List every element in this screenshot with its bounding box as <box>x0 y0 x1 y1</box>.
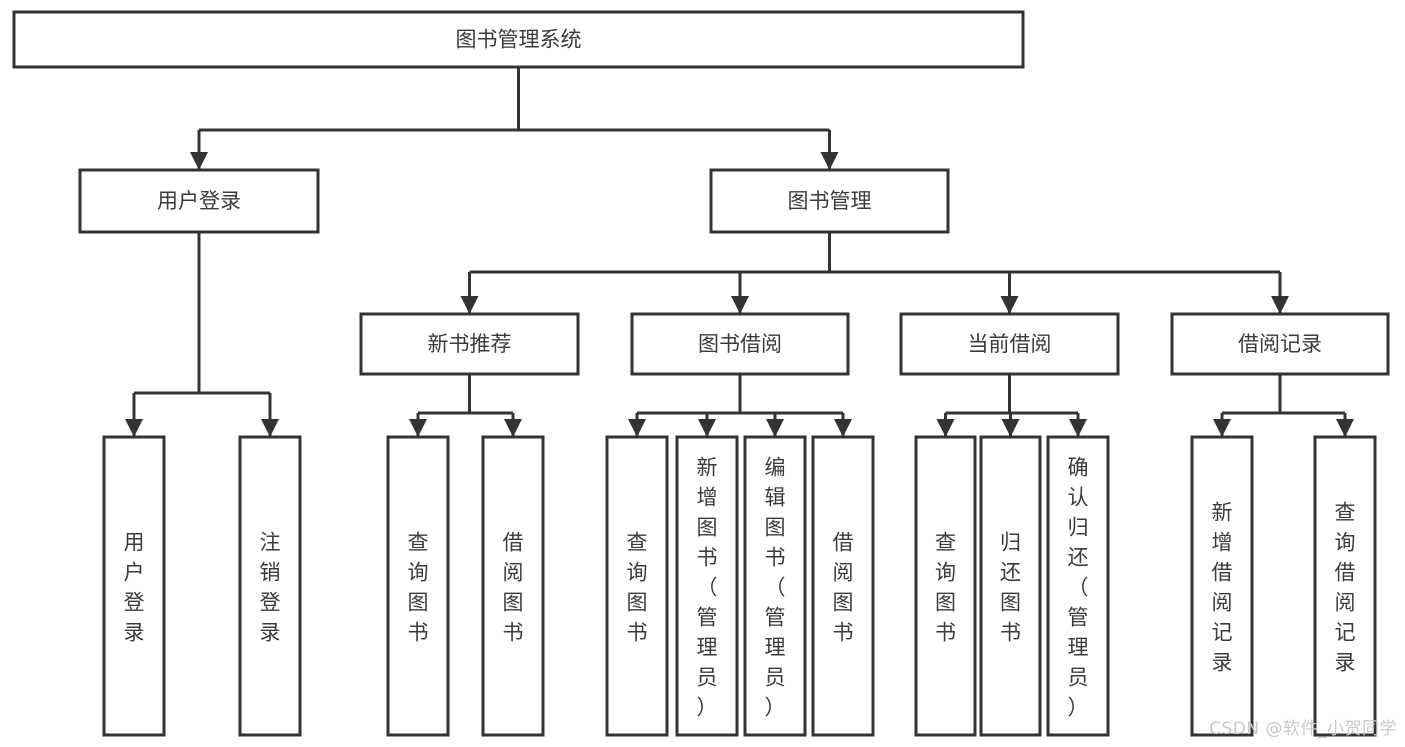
node-root-label: 图书管理系统 <box>456 28 582 52</box>
node-leaf-borrow-book-2-label: 借阅图书 <box>833 530 854 644</box>
node-leaf-query-record[interactable]: 查询借阅记录 <box>1313 435 1377 737</box>
arrow-head <box>409 419 427 437</box>
node-leaf-query-record-rect[interactable] <box>1313 435 1377 737</box>
node-leaf-user-login[interactable]: 用户登录 <box>102 435 166 737</box>
node-root[interactable]: 图书管理系统 <box>12 10 1025 69</box>
node-leaf-return-book-rect[interactable] <box>979 435 1042 737</box>
node-leaf-query-book-2[interactable]: 查询图书 <box>605 435 669 737</box>
node-leaf-return-book[interactable]: 归还图书 <box>979 435 1042 737</box>
node-new-book-recommend-label: 新书推荐 <box>428 332 512 356</box>
node-leaf-add-record-label: 新增借阅记录 <box>1212 500 1233 674</box>
node-book-borrow[interactable]: 图书借阅 <box>630 312 850 376</box>
node-leaf-edit-book-rect[interactable] <box>743 435 807 737</box>
node-leaf-logout[interactable]: 注销登录 <box>238 435 302 737</box>
arrow-head <box>628 419 646 437</box>
arrow-head <box>1213 419 1231 437</box>
arrow-head <box>698 419 716 437</box>
node-leaf-confirm-return-label: 确认归还（管理员） <box>1068 455 1089 719</box>
arrow-head <box>460 296 479 314</box>
node-leaf-borrow-book-2[interactable]: 借阅图书 <box>811 435 875 737</box>
arrow-head <box>1000 296 1019 314</box>
arrow-head <box>731 296 749 314</box>
arrow-head <box>834 419 852 437</box>
node-leaf-borrow-book-1[interactable]: 借阅图书 <box>481 435 545 737</box>
node-book-borrow-label: 图书借阅 <box>698 332 782 356</box>
node-borrow-record[interactable]: 借阅记录 <box>1170 312 1390 376</box>
node-borrow-record-rect[interactable] <box>1170 312 1390 376</box>
node-current-borrow-rect[interactable] <box>899 312 1120 376</box>
node-user-login-rect[interactable] <box>78 168 320 234</box>
node-leaf-add-book-label: 新增图书（管理员） <box>697 455 718 719</box>
node-leaf-query-book-2-label: 查询图书 <box>627 530 648 644</box>
node-leaf-add-book-rect[interactable] <box>675 435 739 737</box>
arrow-head <box>504 419 522 437</box>
arrow-head <box>1271 296 1289 314</box>
node-leaf-edit-book[interactable]: 编辑图书（管理员） <box>743 435 807 737</box>
node-book-borrow-rect[interactable] <box>630 312 850 376</box>
arrow-head <box>766 419 784 437</box>
connector-lines-group <box>125 67 1354 437</box>
node-leaf-query-record-label: 查询借阅记录 <box>1335 500 1356 674</box>
arrow-head <box>1069 419 1087 437</box>
node-leaf-logout-rect[interactable] <box>238 435 302 737</box>
arrow-head <box>125 419 143 437</box>
arrow-head <box>1336 419 1354 437</box>
node-borrow-record-label: 借阅记录 <box>1238 332 1322 356</box>
arrow-head <box>190 152 208 170</box>
node-leaf-query-book-1[interactable]: 查询图书 <box>386 435 450 737</box>
node-current-borrow[interactable]: 当前借阅 <box>899 312 1120 376</box>
node-leaf-edit-book-label: 编辑图书（管理员） <box>765 455 786 719</box>
node-leaf-add-record-rect[interactable] <box>1190 435 1254 737</box>
node-leaf-confirm-return[interactable]: 确认归还（管理员） <box>1046 435 1110 737</box>
node-user-login[interactable]: 用户登录 <box>78 168 320 234</box>
arrow-head <box>261 419 279 437</box>
node-book-manage[interactable]: 图书管理 <box>709 168 950 234</box>
node-leaf-borrow-book-2-rect[interactable] <box>811 435 875 737</box>
node-leaf-user-login-rect[interactable] <box>102 435 166 737</box>
node-user-login-label: 用户登录 <box>157 189 241 213</box>
node-boxes-group: 图书管理系统用户登录图书管理新书推荐图书借阅当前借阅借阅记录用户登录注销登录查询… <box>12 10 1390 737</box>
node-leaf-query-book-2-rect[interactable] <box>605 435 669 737</box>
arrow-head <box>820 152 839 170</box>
arrow-head <box>1001 419 1020 437</box>
node-leaf-add-record[interactable]: 新增借阅记录 <box>1190 435 1254 737</box>
node-leaf-add-book[interactable]: 新增图书（管理员） <box>675 435 739 737</box>
node-book-manage-label: 图书管理 <box>788 189 872 213</box>
node-leaf-query-book-1-label: 查询图书 <box>408 530 429 644</box>
node-leaf-logout-label: 注销登录 <box>260 530 281 644</box>
node-book-manage-rect[interactable] <box>709 168 950 234</box>
node-leaf-query-book-1-rect[interactable] <box>386 435 450 737</box>
node-leaf-borrow-book-1-rect[interactable] <box>481 435 545 737</box>
node-current-borrow-label: 当前借阅 <box>968 332 1052 356</box>
node-leaf-borrow-book-1-label: 借阅图书 <box>503 530 524 644</box>
node-leaf-confirm-return-rect[interactable] <box>1046 435 1110 737</box>
node-leaf-return-book-label: 归还图书 <box>1000 530 1021 644</box>
node-leaf-query-book-3-rect[interactable] <box>914 435 977 737</box>
arrow-head <box>936 419 955 437</box>
node-root-rect[interactable] <box>12 10 1025 69</box>
node-leaf-query-book-3-label: 查询图书 <box>935 530 956 644</box>
node-new-book-recommend-rect[interactable] <box>359 312 580 376</box>
node-leaf-user-login-label: 用户登录 <box>124 530 145 644</box>
node-leaf-query-book-3[interactable]: 查询图书 <box>914 435 977 737</box>
node-new-book-recommend[interactable]: 新书推荐 <box>359 312 580 376</box>
